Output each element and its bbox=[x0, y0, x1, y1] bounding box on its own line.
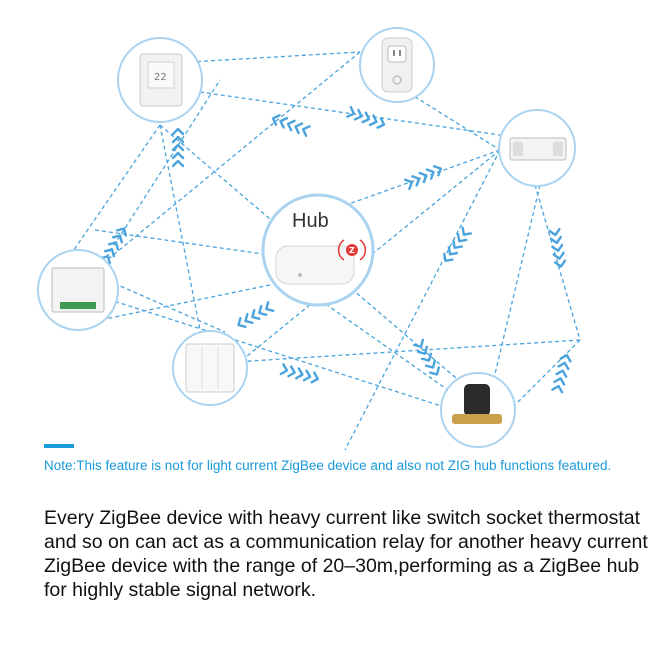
smart-socket-icon bbox=[359, 27, 435, 103]
description-text: Every ZigBee device with heavy current l… bbox=[44, 507, 648, 601]
relay-module-icon bbox=[498, 109, 576, 187]
note-accent-bar bbox=[44, 444, 74, 448]
zigbee-mesh-diagram: 22 Z bbox=[37, 27, 581, 450]
svg-text:22: 22 bbox=[154, 72, 167, 83]
hub-label: Hub bbox=[292, 210, 329, 232]
svg-text:Z: Z bbox=[349, 246, 355, 255]
thermostat-icon: 22 bbox=[117, 37, 203, 123]
note-text: Note:This feature is not for light curre… bbox=[44, 458, 612, 473]
zigbee-hub-icon: Z bbox=[261, 193, 375, 307]
switch-module-icon bbox=[37, 249, 119, 331]
wall-switch-icon bbox=[172, 330, 248, 406]
water-valve-icon bbox=[440, 372, 516, 448]
